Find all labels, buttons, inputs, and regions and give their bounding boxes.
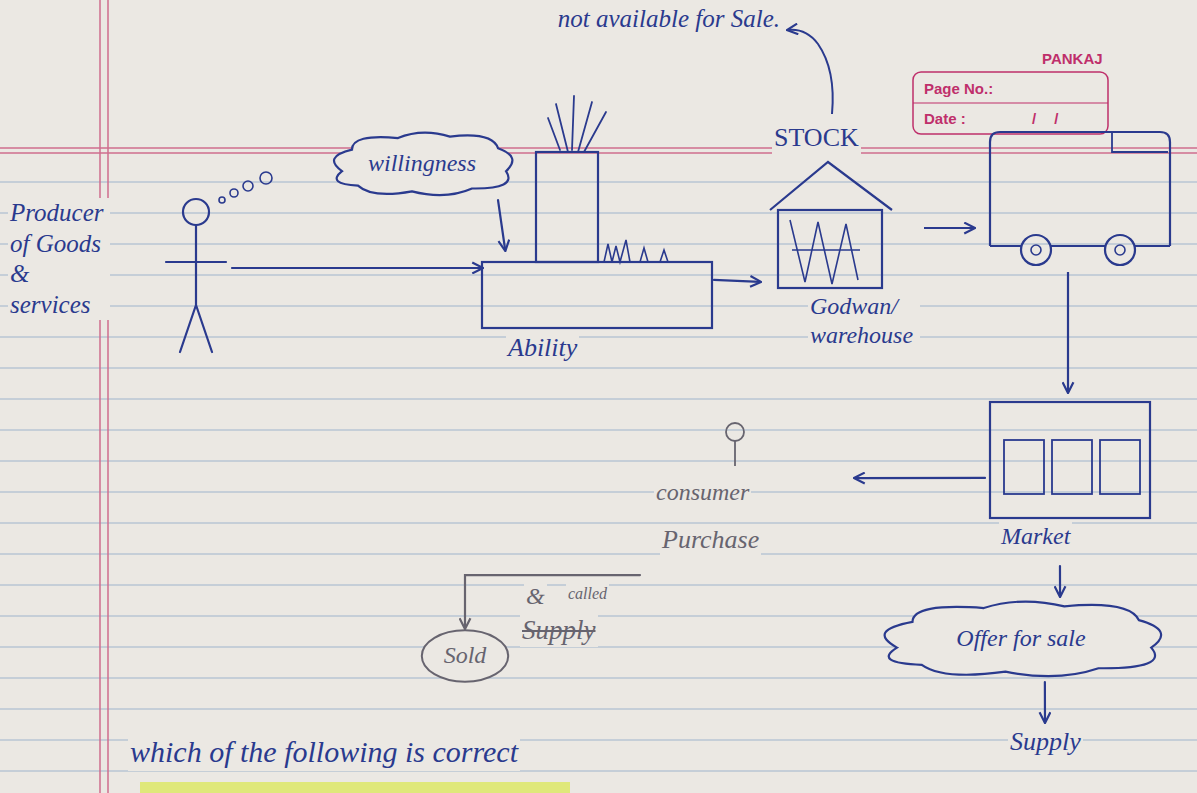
pencil-note: called <box>566 584 609 604</box>
handwritten-text: Market <box>999 522 1072 551</box>
crossed-word: Supply <box>520 614 598 647</box>
handwritten-text: Ability <box>506 332 579 364</box>
ability-base <box>482 262 712 328</box>
producer-figure: Producer of Goods & services <box>4 192 232 382</box>
shop-window <box>1004 440 1044 494</box>
handwritten-text: Offer for sale <box>954 624 1087 653</box>
ruled-lines <box>0 182 1197 771</box>
delivery-arrow <box>1067 272 1069 392</box>
cloud-outline <box>885 602 1162 677</box>
handwritten-text: willingness <box>366 149 478 178</box>
side-note: not available for Sale. <box>526 4 782 35</box>
market-shop <box>990 402 1150 518</box>
flow-arrow <box>714 280 760 282</box>
sold-circle: Sold <box>420 628 510 684</box>
handwritten-text: STOCK <box>772 122 861 154</box>
thought-bubble <box>260 172 272 184</box>
offer-cloud: Offer for sale <box>866 596 1176 682</box>
handwritten-text: Producer of Goods & services <box>8 198 110 320</box>
stick-figure-head <box>183 199 209 225</box>
truck-window <box>1112 132 1168 152</box>
truck-wheel <box>1105 235 1135 265</box>
circle-outline <box>422 630 508 682</box>
truck-chassis <box>990 245 1170 247</box>
handwritten-text: Sold <box>442 641 489 670</box>
consumer-figure: consumerPurchase <box>640 418 855 590</box>
flow-arrow <box>498 200 505 250</box>
truck-hub <box>1031 245 1041 255</box>
transport-arrow <box>924 227 974 229</box>
consumer-head <box>726 423 744 441</box>
header-field: Page No.: <box>922 80 995 98</box>
thought-bubble <box>219 197 225 203</box>
factory-box <box>536 152 598 262</box>
header-field: / / <box>1030 110 1061 128</box>
grass-scribble <box>604 240 668 262</box>
stock-scribble <box>790 220 860 284</box>
flow-arrow <box>1044 682 1046 722</box>
margin-line <box>100 0 108 793</box>
thought-bubble <box>230 189 238 197</box>
header-divider <box>913 102 1108 103</box>
truck-hub <box>1115 245 1125 255</box>
stock-warehouse: STOCK Godwan/ warehouse <box>760 120 920 355</box>
truck-wheel <box>1021 235 1051 265</box>
header-field: Date : <box>922 110 968 128</box>
brand-mark: PANKAJ <box>1040 50 1105 68</box>
thought-cloud: willingness <box>322 128 522 200</box>
pencil-note: & <box>524 582 547 611</box>
leader-arrow <box>788 30 833 114</box>
truck-body <box>990 132 1170 246</box>
stick-figure-body <box>166 225 226 352</box>
question-text: which of the following is correct <box>128 734 520 771</box>
warehouse-roof <box>770 162 892 210</box>
handwritten-text: Godwan/ warehouse <box>808 292 920 351</box>
highlight-mark <box>140 782 570 793</box>
handwritten-text: Supply <box>1008 726 1083 758</box>
handwritten-text: consumer <box>654 478 751 507</box>
shop-window <box>1100 440 1140 494</box>
thought-bubble <box>243 181 253 191</box>
flow-arrow <box>1059 566 1061 596</box>
flow-arrow <box>855 477 985 479</box>
supply-note: Supply <box>1000 722 1110 766</box>
consumer-body <box>734 441 736 466</box>
handwritten-text: Purchase <box>660 524 761 556</box>
flow-arrow <box>232 267 482 269</box>
ability-plant: Ability <box>482 250 714 378</box>
cloud-outline <box>334 133 512 195</box>
shop-window <box>1052 440 1092 494</box>
warehouse-wall <box>778 210 882 288</box>
plant-scribble <box>548 96 606 152</box>
market-shop: Market <box>985 398 1155 566</box>
header-box <box>913 72 1108 134</box>
